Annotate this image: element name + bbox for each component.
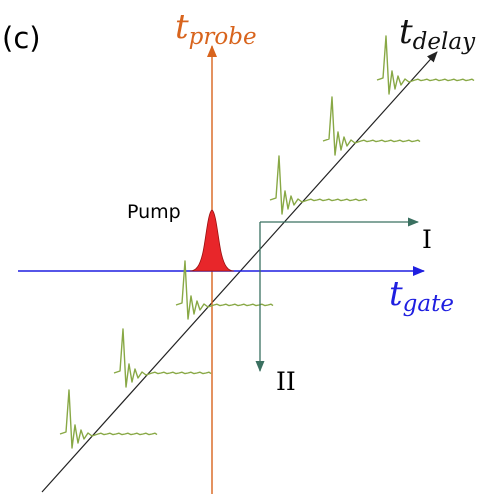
cut-two-label: II [276,367,296,396]
pump-label: Pump [127,201,181,223]
delay-axis-line [41,51,438,493]
pump-pulse [189,209,235,272]
waveform-trace [269,155,368,215]
gate-axis-label: tgate [389,274,454,317]
waveform-trace [59,389,158,449]
delay-axis-symbol: t [399,12,413,52]
panel-label: (c) [2,21,41,55]
probe-axis-label: tprobe [175,7,257,50]
waveform-traces [59,35,475,449]
probe-axis-symbol: t [175,7,189,47]
probe-axis-subscript: probe [189,24,257,50]
cut-one-label: I [422,225,432,254]
delay-axis-subscript: delay [413,29,476,55]
waveform-trace [175,260,274,320]
waveform-trace [322,96,421,156]
waveform-trace [376,35,475,95]
gate-axis-symbol: t [389,274,403,314]
waveform-trace [113,328,212,388]
delay-axis-label: tdelay [399,12,476,55]
gate-axis-subscript: gate [403,291,454,317]
